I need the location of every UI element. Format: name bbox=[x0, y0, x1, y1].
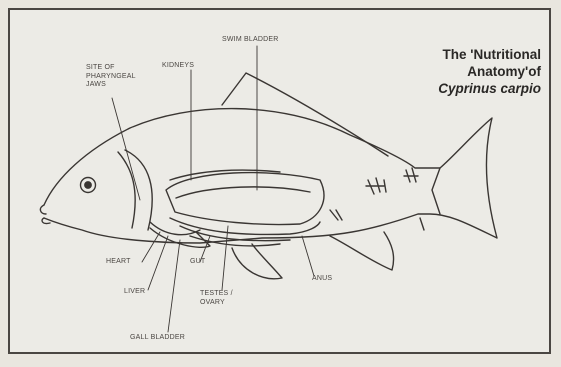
leader-anus bbox=[302, 236, 314, 276]
label-kidneys: KIDNEYS bbox=[162, 62, 194, 71]
swim-bladder bbox=[166, 173, 324, 225]
dorsal-fin bbox=[222, 73, 388, 156]
anal-fin bbox=[330, 232, 394, 270]
label-heart: HEART bbox=[106, 258, 131, 267]
title-line-1: The 'Nutritional bbox=[438, 46, 541, 63]
fish-body-outline bbox=[44, 109, 497, 243]
scale-marks bbox=[366, 178, 386, 194]
pelvic-fin bbox=[232, 244, 282, 279]
leader-gall-bladder bbox=[168, 240, 180, 332]
title-species: Cyprinus carpio bbox=[438, 80, 541, 97]
label-gall-bladder: GALL BLADDER bbox=[130, 334, 185, 343]
label-swim-bladder: SWIM BLADDER bbox=[222, 36, 278, 45]
label-gut: GUT bbox=[190, 258, 205, 267]
leader-heart bbox=[142, 232, 160, 262]
label-site-of-pharyngeal-jaws: SITE OF PHARYNGEAL JAWS bbox=[86, 64, 136, 90]
label-liver: LIVER bbox=[124, 288, 145, 297]
pectoral-fin bbox=[150, 228, 210, 247]
leader-pharyngeal-jaws bbox=[112, 98, 140, 200]
gut bbox=[170, 218, 320, 234]
title-line-2: Anatomy'of bbox=[438, 63, 541, 80]
leader-liver bbox=[148, 236, 168, 290]
diagram-title: The 'Nutritional Anatomy'of Cyprinus car… bbox=[438, 46, 541, 97]
fish-mouth bbox=[40, 205, 50, 223]
leader-testes bbox=[222, 226, 228, 290]
label-testes-ovary: TESTES / OVARY bbox=[200, 290, 233, 307]
label-anus: ANUS bbox=[312, 275, 332, 284]
kidneys bbox=[170, 170, 280, 180]
gill-cover bbox=[118, 152, 135, 228]
tail-fin bbox=[432, 168, 440, 214]
